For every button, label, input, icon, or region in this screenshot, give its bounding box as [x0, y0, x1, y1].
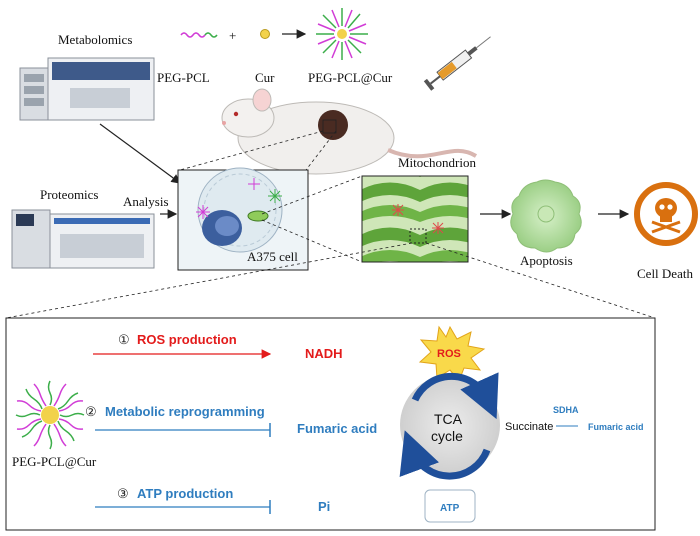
pathway-2-label: Metabolic reprogramming [105, 404, 265, 419]
pathway-2-number: ② [85, 404, 97, 419]
nanoparticle-bottom-label: PEG-PCL@Cur [12, 454, 97, 469]
plus-sign: + [229, 28, 236, 43]
mitochondrion-label: Mitochondrion [398, 155, 476, 170]
pathway-2-target: Fumaric acid [297, 421, 377, 436]
mechanism-box [5, 317, 656, 531]
proteomics-instrument-icon [11, 209, 155, 269]
mouse-icon [221, 88, 478, 175]
metabolomics-instrument-icon [19, 57, 155, 121]
a375-cell-panel [177, 167, 309, 271]
sdha-label: SDHA [553, 405, 579, 415]
zoom-line-6 [425, 242, 656, 319]
pathway-1-number: ① [118, 332, 130, 347]
analysis-label: Analysis [123, 194, 169, 209]
peg-pcl-chain-icon [180, 32, 218, 38]
pathway-1-target: NADH [305, 346, 343, 361]
tca-line1: TCA [434, 411, 463, 427]
peg-pcl-label: PEG-PCL [157, 70, 210, 85]
zoom-line-2 [305, 130, 337, 171]
cur-label: Cur [255, 70, 275, 85]
atp-box [424, 489, 476, 523]
pathway-3-label: ATP production [137, 486, 233, 501]
pathway-1-label: ROS production [137, 332, 237, 347]
zoom-line-1 [179, 130, 324, 171]
peg-pcl-cur-label: PEG-PCL@Cur [308, 70, 393, 85]
pathway-3-target: Pi [318, 499, 330, 514]
ros-burst-label: ROS [437, 348, 461, 360]
nanoparticle-top-icon [316, 8, 368, 60]
apoptosis-label: Apoptosis [520, 253, 573, 268]
skull-icon [634, 182, 698, 246]
cell-death-label: Cell Death [637, 266, 693, 281]
tca-line2: cycle [431, 428, 463, 444]
proteomics-label: Proteomics [40, 187, 99, 202]
curcumin-icon [260, 29, 270, 39]
nanoparticle-bottom-icon [15, 380, 85, 450]
ros-burst-icon [418, 325, 486, 382]
metabolomics-arrow [99, 123, 181, 184]
mitochondrion-panel [361, 175, 469, 263]
a375-cell-label: A375 cell [247, 249, 298, 264]
metabolomics-label: Metabolomics [58, 32, 132, 47]
tca-cycle-diagram [399, 372, 500, 480]
fumaric-right-label: Fumaric acid [588, 422, 644, 432]
zoom-line-5 [5, 242, 413, 319]
atp-label: ATP [440, 503, 460, 514]
succinate-label: Succinate [505, 421, 553, 433]
pathway-3-number: ③ [117, 486, 129, 501]
apoptotic-cell-icon [510, 179, 582, 253]
syringe-icon [423, 36, 491, 91]
